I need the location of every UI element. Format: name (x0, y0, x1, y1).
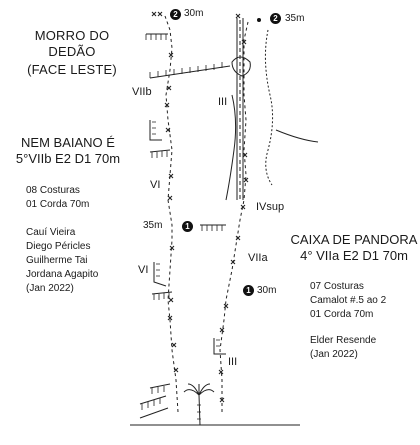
title-line-3: (FACE LESTE) (27, 62, 117, 77)
grade-label-viib: VIIb (132, 86, 152, 98)
gear-item: 01 Corda 70m (26, 199, 90, 210)
grade-label-vi-upper: VI (150, 179, 161, 191)
gear-item: 07 Costuras (310, 281, 364, 292)
rock-edge-right (264, 29, 274, 186)
climber-name: Elder Resende (310, 335, 377, 346)
route-nem-baiano-gear: 08 Costuras 01 Corda 70m (26, 184, 89, 212)
bolt-left (168, 52, 174, 58)
bolt-left (151, 11, 157, 17)
route-date: (Jan 2022) (26, 283, 74, 294)
bolt-right (230, 259, 236, 265)
pitch-1-right-length: 30m (257, 285, 277, 296)
title-line-2: DEDÃO (48, 44, 96, 59)
route-nem-baiano-grade: 5°VIIb E2 D1 70m (15, 151, 121, 166)
bolt-left (171, 342, 177, 348)
block-lower-right (213, 338, 226, 355)
climber-name: Cauí Vieira (26, 227, 76, 238)
bolt-right (223, 303, 229, 309)
flake (231, 56, 251, 77)
bolt-right (243, 177, 249, 183)
anchor-dot (257, 18, 261, 22)
bolt-left (169, 245, 175, 251)
pitch-2-right-length: 35m (285, 13, 305, 24)
pitch-2-left-marker: 2 (170, 9, 181, 20)
route-nem-baiano-name: NEM BAIANO É 5°VIIb E2 D1 70m (10, 135, 126, 167)
palm-tree-icon (183, 383, 215, 426)
roof-left-ticks (149, 62, 223, 78)
pitch-1-left-marker: 1 (182, 221, 193, 232)
rock-edge-mid (225, 94, 237, 201)
bolt-left (167, 315, 173, 321)
pitch-1-right-marker: 1 (243, 285, 254, 296)
bolt-left (173, 367, 179, 373)
gear-item: 01 Corda 70m (310, 309, 374, 320)
gear-item: Camalot #.5 ao 2 (310, 295, 387, 306)
climber-name: Jordana Agapito (26, 269, 99, 280)
route-nem-baiano-title: NEM BAIANO É (21, 135, 115, 150)
bolt-right (241, 39, 247, 45)
bolt-left (165, 127, 171, 133)
route-caixa-gear: 07 Costuras Camalot #.5 ao 2 01 Corda 70… (310, 280, 386, 322)
bolt-right (242, 152, 248, 158)
slab-bottom-left (139, 383, 171, 419)
bolt-left (167, 195, 173, 201)
route-nem-baiano-climbers: Cauí Vieira Diego Péricles Guilherme Tai… (26, 226, 98, 296)
pitch-2-right-marker: 2 (270, 13, 281, 24)
bolt-left (166, 85, 172, 91)
route-caixa-climbers: Elder Resende (Jan 2022) (310, 334, 376, 362)
ledge-lower-left (151, 291, 173, 295)
bolt-left (168, 297, 174, 303)
gear-item: 08 Costuras (26, 185, 80, 196)
bolt-right (219, 397, 225, 403)
roof-lower-left (153, 262, 167, 287)
bolt-right (219, 327, 225, 333)
bolt-right (235, 13, 241, 19)
grade-label-vi-lower: VI (138, 264, 149, 276)
grade-label-iii-lower: III (228, 356, 238, 368)
bolt-left (164, 102, 170, 108)
route-caixa-grade: 4° VIIa E2 D1 70m (300, 248, 408, 263)
grade-label-ivsup: IVsup (256, 201, 285, 213)
rock-edge-right-2 (275, 129, 319, 143)
bolt-left (157, 11, 163, 17)
bolt-right (235, 235, 241, 241)
pitch-2-left-length: 30m (184, 8, 204, 19)
route-caixa-title: CAIXA DE PANDORA (290, 232, 418, 247)
crack-line (236, 18, 244, 200)
grade-label-viia: VIIa (248, 252, 268, 264)
climber-name: Diego Péricles (26, 241, 91, 252)
topo-title: MORRO DO DEDÃO (FACE LESTE) (18, 28, 126, 78)
title-line-1: MORRO DO (34, 28, 110, 43)
route-date: (Jan 2022) (310, 349, 358, 360)
bolt-right (218, 369, 224, 375)
bolt-left (168, 173, 174, 179)
ledge-mid-left (149, 149, 171, 153)
route-caixa-de-pandora-line (219, 21, 249, 412)
bolt-right (240, 204, 246, 210)
roof-mid-left (149, 120, 162, 141)
route-caixa-de-pandora-name: CAIXA DE PANDORA 4° VIIa E2 D1 70m (290, 232, 418, 264)
pitch-1-left-length: 35m (143, 220, 163, 231)
bolts (151, 11, 249, 403)
grade-label-iii-upper: III (218, 96, 228, 108)
climber-name: Guilherme Tai (26, 255, 88, 266)
